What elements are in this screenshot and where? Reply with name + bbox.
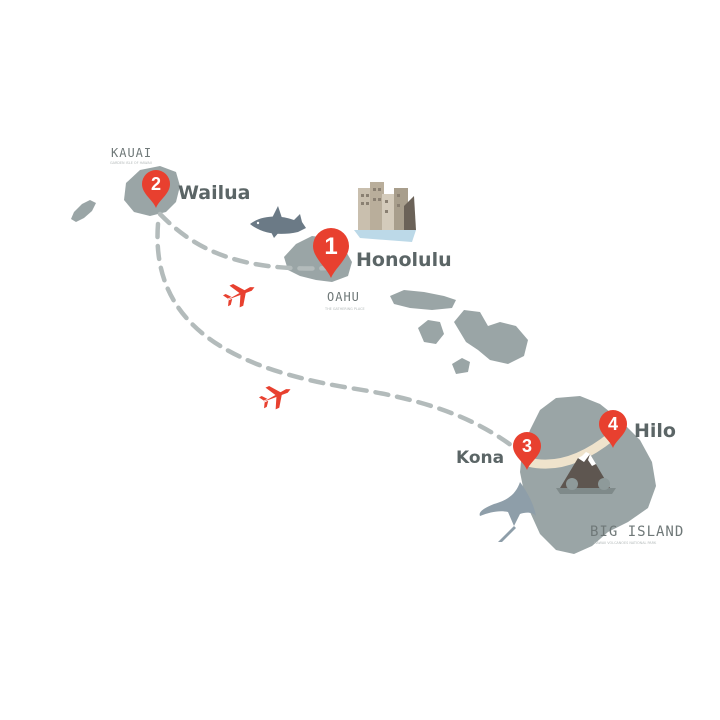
pin-number: 2 (151, 174, 161, 194)
pin-number: 3 (522, 436, 532, 456)
volcano-icon (556, 452, 616, 494)
kahoolawe-island (452, 358, 470, 374)
big-island-road (523, 431, 617, 469)
island-label-kauai: KAUAI (111, 146, 152, 160)
map-pin-honolulu[interactable]: 1 (313, 228, 349, 278)
pin-number: 1 (324, 233, 337, 260)
plane-icon (258, 385, 291, 410)
route-wailua-kona (155, 221, 523, 455)
island-subtitle-big-island: HAWAII VOLCANOES NATIONAL PARK (594, 541, 657, 545)
stop-label-hilo: Hilo (634, 420, 676, 442)
stop-label-wailua: Wailua (178, 182, 250, 204)
manta-ray-icon (479, 482, 536, 542)
island-label-big-island: BIG ISLAND (590, 524, 684, 540)
shark-icon (250, 206, 306, 238)
molokai-island (390, 290, 456, 310)
lanai-island (418, 320, 444, 344)
map-pin-hilo[interactable]: 4 (599, 410, 627, 448)
map-pin-kona[interactable]: 3 (513, 432, 541, 470)
island-subtitle-oahu: THE GATHERING PLACE (324, 307, 365, 311)
island-label-oahu: OAHU (327, 290, 360, 304)
plane-icon (222, 283, 255, 308)
stop-label-kona: Kona (456, 448, 504, 468)
map-pin-wailua[interactable]: 2 (142, 170, 170, 208)
niihau-island (71, 200, 96, 222)
maui-island (454, 310, 528, 364)
island-subtitle-kauai: GARDEN ISLE OF HAWAII (110, 161, 152, 165)
pin-number: 4 (608, 414, 618, 434)
city-skyline-icon (354, 182, 416, 242)
stop-label-honolulu: Honolulu (356, 249, 452, 271)
route-wailua-honolulu (157, 211, 333, 271)
routes (155, 211, 523, 455)
